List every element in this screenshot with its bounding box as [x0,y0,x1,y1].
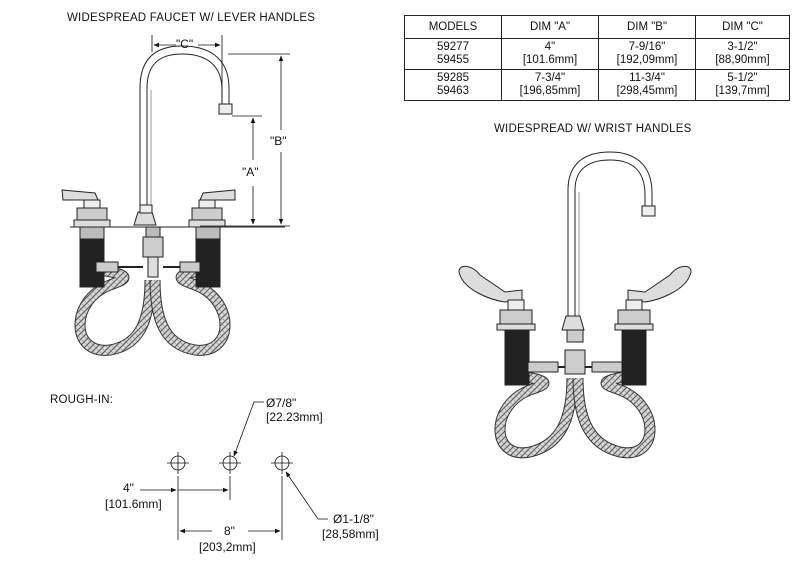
hole-large-diameter: Ø1-1/8" [333,512,374,526]
rough-in-drawing [140,401,328,540]
wrist-handle-left [458,265,523,303]
dim-c-label: "C" [176,37,194,51]
header-models: MODELS [404,15,502,39]
dim-b-label: "B" [270,134,287,148]
lever-handle-right [199,189,236,201]
hole-small-diameter: Ø7/8" [266,396,297,410]
lever-handle-left [61,189,99,201]
lever-faucet-drawing [61,45,285,356]
header-dim-a: DIM "A" [501,15,599,39]
header-dim-c: DIM "C" [695,15,790,39]
dim-c-cell: 3-1/2"[88,90mm] [695,38,790,70]
hole-symbol-right [271,452,293,474]
lever-dimension-lines [151,35,290,227]
table-header-row: MODELS DIM "A" DIM "B" DIM "C" [404,15,790,39]
dim-a-cell: 7-3/4"[196,85mm] [501,69,599,101]
spacing-4-mm: [101.6mm] [105,497,162,511]
gooseneck-spout [567,151,653,319]
lever-handles-title: WIDESPREAD FAUCET W/ LEVER HANDLES [67,12,316,24]
wrist-faucet-drawing [458,151,692,459]
dim-a-label: "A" [242,165,259,179]
dim-a-cell: 4"[101.6mm] [501,38,599,70]
spacing-8-label: 8" [224,524,235,538]
spacing-4-label: 4" [123,481,134,495]
hole-symbol-center [219,452,241,474]
rough-in-title: ROUGH-IN: [50,394,114,406]
dim-c-cell: 5-1/2"[139,7mm] [695,69,790,101]
wrist-handle-right [627,265,692,303]
hole-large-diameter-mm: [28,58mm] [322,527,379,541]
dim-b-cell: 11-3/4"[298,45mm] [598,69,696,101]
gooseneck-spout [139,45,230,213]
dim-b-cell: 7-9/16"[192,09mm] [598,38,696,70]
wrist-handles-title: WIDESPREAD W/ WRIST HANDLES [494,123,692,135]
spacing-8-mm: [203,2mm] [199,540,256,554]
hole-symbol-left [167,452,189,474]
hole-small-diameter-mm: [22.23mm] [266,410,323,424]
